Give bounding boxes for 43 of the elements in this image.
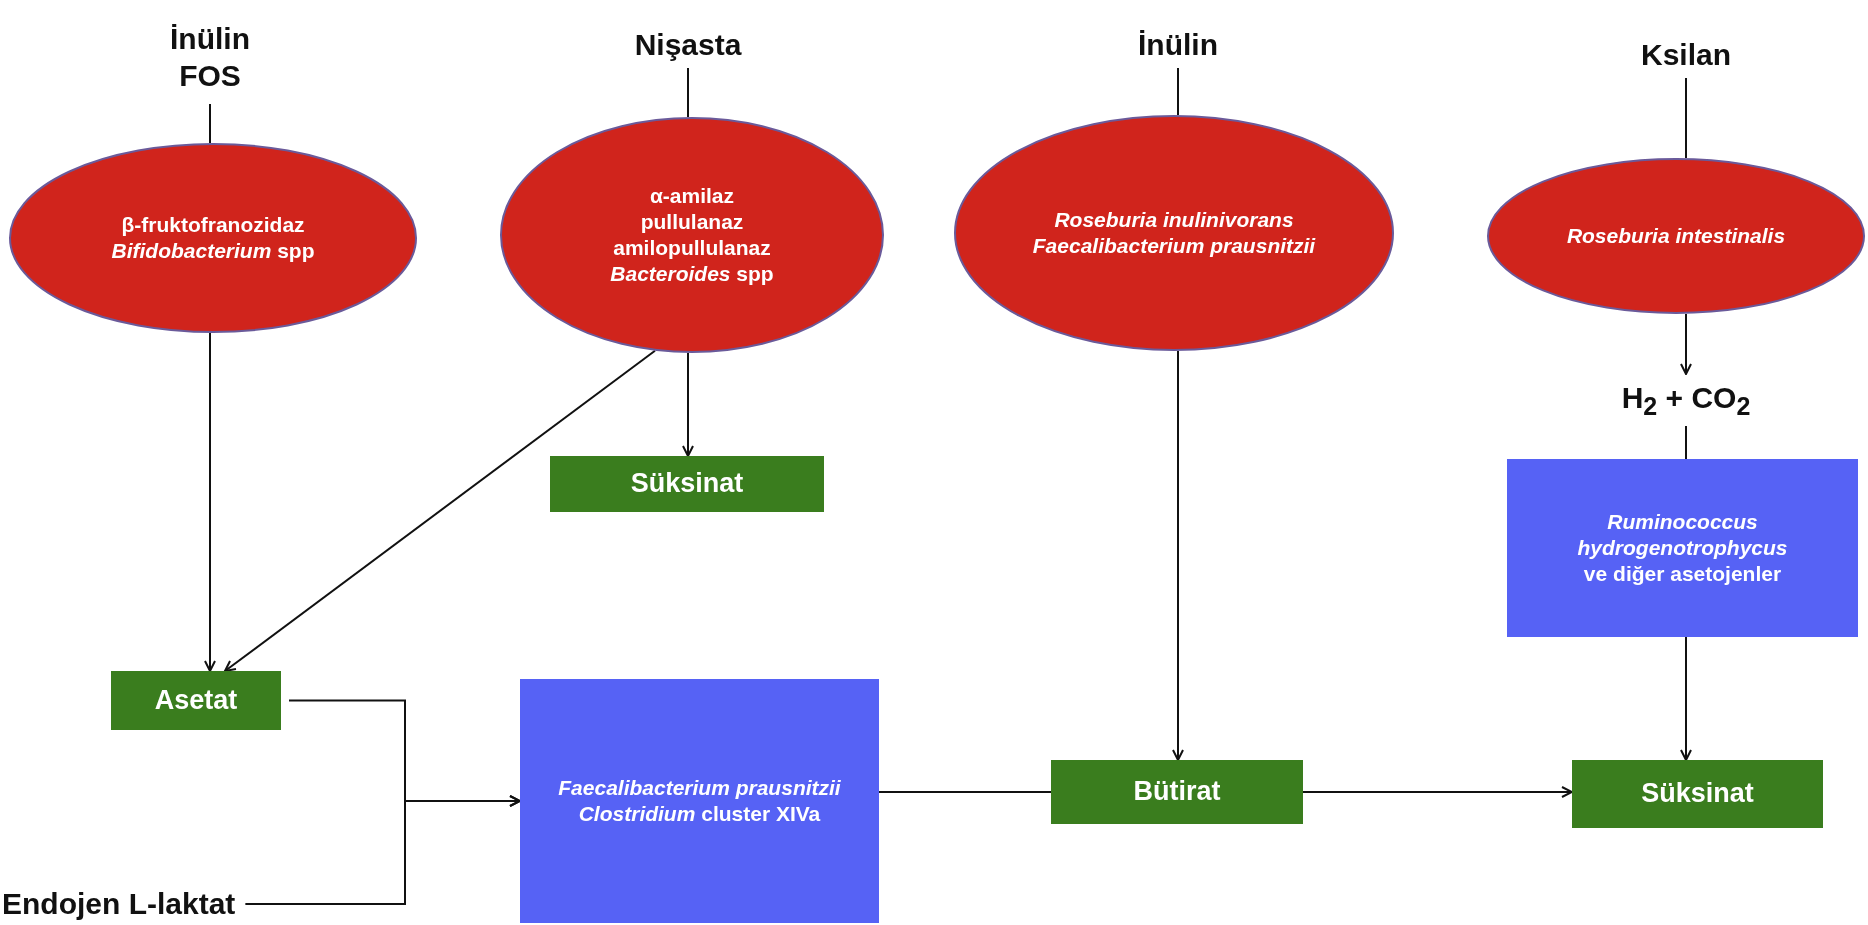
arrow [682, 351, 694, 457]
bacteria-text: β-fruktofranozidaz [121, 211, 305, 238]
substance-label: H$_{2}$ + CO$_{2}$ [1621, 380, 1751, 423]
bacteria-text: Roseburia intestinalis [1566, 222, 1786, 249]
arrow [224, 349, 656, 672]
bacteria-text: α-amilaz [649, 182, 735, 209]
connector-line [1685, 425, 1687, 460]
bacteria-box [520, 679, 879, 923]
substance-label: FOS [179, 58, 241, 94]
bacteria-text: Bacteroides spp [610, 261, 774, 288]
arrow [1172, 350, 1184, 761]
arrow [244, 795, 521, 905]
bacteria-text: pullulanaz [640, 208, 744, 235]
arrow [1680, 636, 1692, 761]
product-label: Süksinat [630, 467, 744, 501]
product-label: Bütirat [1133, 775, 1221, 809]
product-box [1051, 760, 1303, 824]
connector-line [1685, 77, 1687, 160]
arrow [1302, 786, 1573, 798]
bacteria-text: ve diğer asetojenler [1583, 561, 1782, 588]
arrow [1680, 312, 1692, 375]
product-box [111, 671, 281, 730]
arrow [204, 332, 216, 672]
connector-line [878, 791, 1052, 793]
product-box [1572, 760, 1823, 828]
connector-line [209, 103, 211, 144]
bacteria-text: Roseburia inulinivorans [1054, 206, 1294, 233]
bacteria-text: Faecalibacterium prausnitzii [1032, 233, 1316, 259]
product-label: Asetat [154, 683, 238, 717]
substance-label: Endojen L-laktat [2, 886, 236, 923]
substance-label: Ksilan [1641, 37, 1731, 74]
connector-line [687, 67, 689, 119]
product-label: Süksinat [1641, 777, 1754, 811]
bacteria-box [1507, 459, 1858, 637]
bacteria-text: Clostridium cluster XIVa [578, 801, 821, 827]
bacteria-text: amilopullulanaz [613, 235, 771, 261]
substance-label: İnülin [1138, 27, 1218, 64]
bacteria-text: Bifidobacterium spp [111, 238, 315, 264]
substance-label: Nişasta [634, 27, 742, 64]
connector-line [1177, 67, 1179, 116]
bacteria-text: Faecalibacterium prausnitzii [558, 774, 841, 801]
product-box [550, 456, 824, 512]
substance-label: İnülin [170, 20, 250, 57]
